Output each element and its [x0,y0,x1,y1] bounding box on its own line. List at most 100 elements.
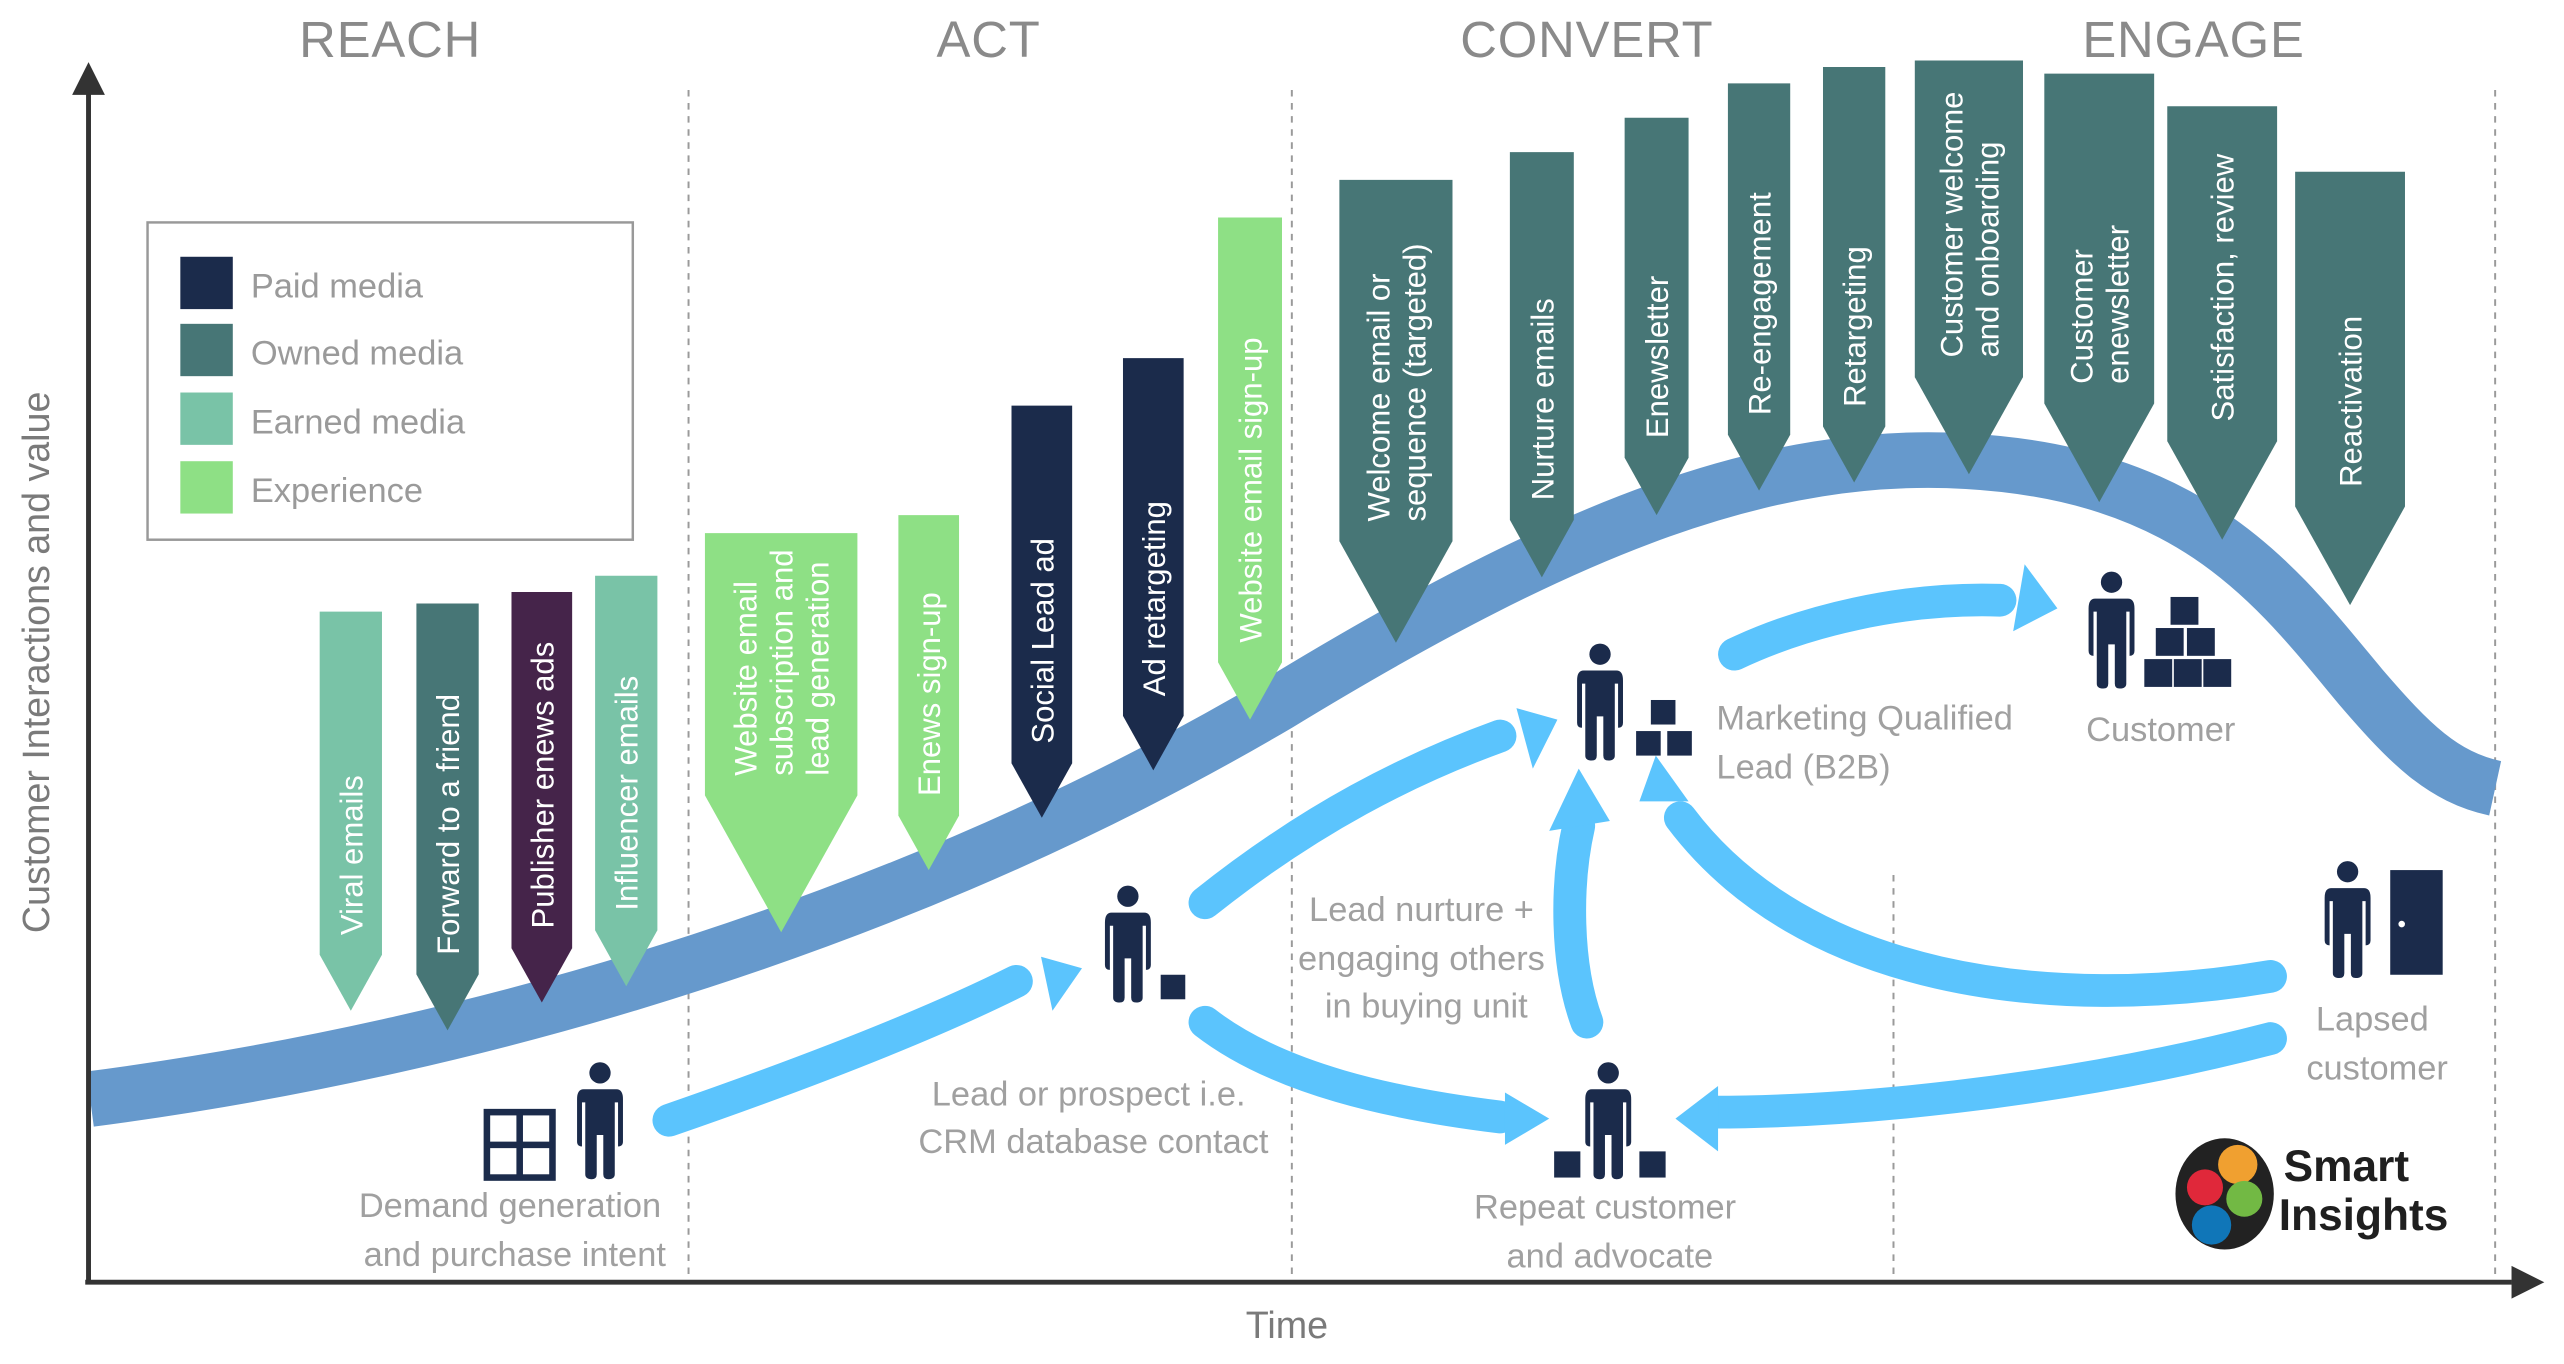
person-box-icon [1104,885,1186,1003]
banner-ad-retargeting: Ad retargeting [1122,358,1184,771]
banner-shape [2044,73,2155,503]
banner-shape [319,611,382,1011]
arrowhead-icon [1041,956,1082,1011]
arrowhead-icon [1639,755,1689,802]
banner-reactivation: Reactivation [2295,171,2405,606]
banner-shape [416,603,479,1031]
banner-shape [2295,171,2405,606]
banner-label: Viral emails [334,775,369,935]
lifecycle-curve [86,432,2502,1127]
banner-satisfaction-review: Satisfaction, review [2167,106,2278,540]
banner-shape [1509,152,1574,578]
arrowhead-icon [1675,1085,1719,1152]
banner-label: Re-engagement [1743,192,1778,415]
arrowhead-icon [1549,768,1610,831]
banner-viral-emails: Viral emails [319,611,382,1011]
x-axis [85,1265,2545,1299]
banner-nurture-emails: Nurture emails [1509,152,1574,578]
legend-label-experience: Experience [251,472,423,510]
banner-enewsletter: Enewsletter [1624,117,1689,516]
node-label-demand: Demand generation and purchase intent [359,1187,671,1274]
arrowhead-icon [1504,1092,1550,1145]
banner-label: Forward to a friend [431,694,466,955]
banner-shape [1727,83,1791,491]
banner-label: Enewsletter [1640,276,1675,438]
y-axis-label: Customer Interactions and value [15,392,57,933]
legend-swatch-experience [180,461,233,514]
y-axis [72,62,105,1284]
banner-shape [704,533,858,933]
banner-shape [1624,117,1689,516]
flow-lead-to-repeat [1188,1005,1517,1134]
banner-influencer-emails: Influencer emails [595,575,658,987]
banner-publisher-enews-ads: Publisher enews ads [511,592,573,1003]
banner-label: Customerenewsletter [2065,225,2136,384]
legend-label-earned: Earned media [251,403,466,441]
legend-swatch-paid [180,256,233,310]
banner-welcome-email-or-sequence-targeted: Welcome email orsequence (targeted) [1339,179,1453,643]
node-label-nurture: Lead nurture + engaging others in buying… [1298,891,1554,1025]
banner-enews-sign-up: Enews sign-up [898,515,960,871]
logo-text-smart: Smart [2284,1142,2410,1191]
banner-shape [1822,67,1886,483]
flow-lapsed-to-repeat [1696,1022,2287,1129]
flow-lapsed-to-mql [1663,801,2287,1007]
banner-shape [1122,358,1184,771]
channel-banners: Viral emails Forward to a friend Publisher… [319,60,2405,1031]
banner-label: Welcome email orsequence (targeted) [1361,243,1432,521]
banner-label: Nurture emails [1525,298,1560,500]
node-label-mql: Marketing Qualified Lead (B2B) [1716,699,2022,786]
banner-label: Website email sign-up [1233,337,1268,642]
banner-label: Reactivation [2334,316,2369,487]
x-axis-arrowhead-icon [2511,1265,2545,1299]
legend-swatch-earned [180,392,233,445]
person-door-icon [2324,861,2443,979]
banner-retargeting: Retargeting [1822,67,1886,483]
legend-label-owned: Owned media [251,335,464,373]
banner-label: Enews sign-up [912,592,947,796]
stage-title-convert: CONVERT [1460,11,1713,68]
banner-customer-welcome-and-onboarding: Customer welcomeand onboarding [1914,60,2024,475]
banner-social-lead-ad: Social Lead ad [1011,405,1073,818]
flow-arrowheads [1041,564,2058,1152]
arrowhead-icon [1516,708,1558,769]
flow-repeat-to-mql [1553,809,1604,1039]
banner-shape [595,575,658,987]
banner-website-email-subscription-and-lead-generation: Website emailsubscription andlead genera… [704,533,858,933]
node-label-customer: Customer [2086,711,2235,749]
banner-re-engagement: Re-engagement [1727,83,1791,491]
legend-swatch-owned [180,323,233,377]
banner-shape [511,592,573,1003]
banner-label: Publisher enews ads [525,642,560,929]
flow-lead-to-mql [1188,719,1517,920]
banner-shape [1218,217,1282,720]
person-boxes-icon [1577,643,1692,761]
logo-mark-icon [2175,1138,2274,1250]
stage-title-act: ACT [937,11,1041,68]
logo-text-insights: Insights [2279,1191,2449,1240]
banner-shape [2167,106,2278,540]
x-axis-label: Time [1246,1304,1328,1346]
flow-arrows [652,583,2287,1137]
smart-insights-logo: Smart Insights [2175,1138,2449,1250]
legend: Paid media Owned media Earned media Expe… [146,221,635,541]
legend-label-paid: Paid media [251,268,424,306]
flow-demand-to-lead [652,964,1033,1137]
node-label-repeat: Repeat customer and advocate [1474,1188,1746,1275]
node-label-lapsed: Lapsed customer [2306,1000,2448,1087]
stage-title-reach: REACH [299,11,481,68]
banner-shape [1914,60,2024,475]
arrowhead-icon [2013,564,2058,632]
banner-label: Retargeting [1838,246,1873,407]
node-label-lead: Lead or prospect i.e. CRM database conta… [918,1076,1269,1161]
banner-shape [1011,405,1073,818]
person-window-icon [483,1062,623,1181]
person-box-pyramid-icon [2088,571,2232,689]
banner-label: Website emailsubscription andlead genera… [729,549,836,775]
banner-label: Customer welcomeand onboarding [1934,92,2005,358]
banner-label: Ad retargeting [1137,501,1172,696]
flow-mql-to-customer [1718,583,2017,671]
banner-label: Satisfaction, review [2206,153,2241,421]
banner-customer-enewsletter: Customerenewsletter [2044,73,2155,503]
